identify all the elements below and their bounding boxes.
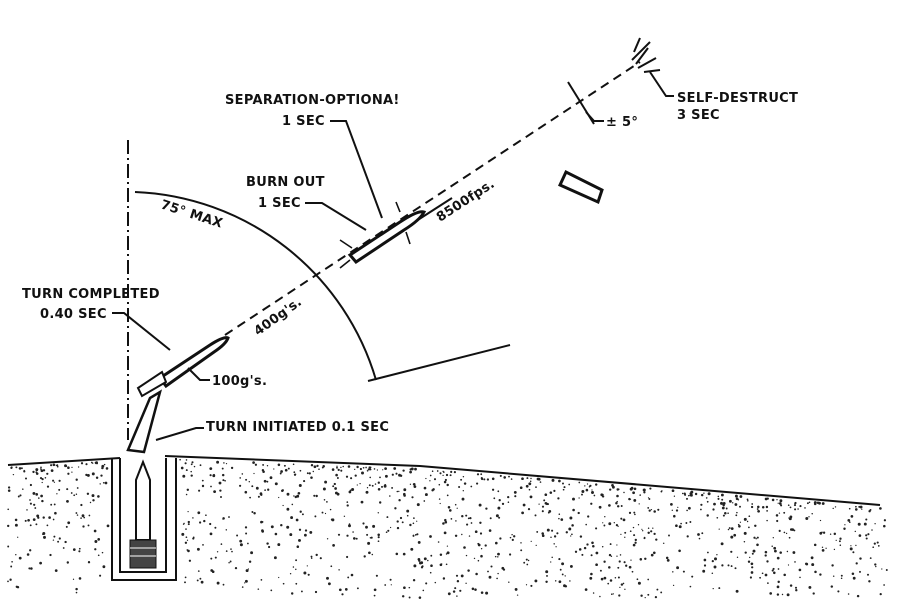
max-angle-label: 75° MAX: [159, 198, 225, 232]
booster-missile: [136, 336, 230, 398]
self-destruct-label: SELF-DESTRUCT: [677, 91, 798, 106]
second-stage-missile: [339, 201, 427, 269]
separation-leader: [330, 120, 383, 219]
ground-stipple: [7, 458, 888, 599]
burn-out-leader: [305, 202, 367, 231]
turn-completed-time-label: 0.40 SEC: [40, 307, 107, 322]
turning-missile: [126, 389, 163, 454]
max-angle-arc: [134, 191, 377, 381]
tolerance-leader: [585, 111, 604, 122]
accel-low-leader: [187, 367, 210, 381]
missile-silo: [111, 458, 177, 581]
accel-low-label: 100g's.: [212, 374, 267, 389]
turn-initiated-leader: [155, 427, 204, 441]
accel-high-label: 400g's.: [252, 295, 305, 340]
self-destruct-leader: [649, 71, 674, 97]
self-destruct-time-label: 3 SEC: [677, 108, 720, 123]
separation-time-label: 1 SEC: [282, 114, 325, 129]
max-angle-line: [367, 344, 511, 382]
turn-completed-leader: [112, 312, 171, 351]
ground-surface: [7, 455, 881, 506]
separation-label: SEPARATION-OPTIONA!: [225, 93, 400, 108]
trajectory-dashed-line: [224, 61, 641, 336]
burn-out-label: BURN OUT: [246, 175, 325, 190]
self-destruct-burst-icon: [631, 37, 661, 73]
tolerance-label: ± 5°: [606, 115, 638, 130]
spent-stage-debris: [558, 169, 604, 205]
turn-initiated-label: TURN INITIATED 0.1 SEC: [206, 420, 389, 435]
turn-completed-label: TURN COMPLETED: [22, 287, 160, 302]
velocity-label: 8500fps.: [434, 177, 498, 226]
burn-out-time-label: 1 SEC: [258, 196, 301, 211]
